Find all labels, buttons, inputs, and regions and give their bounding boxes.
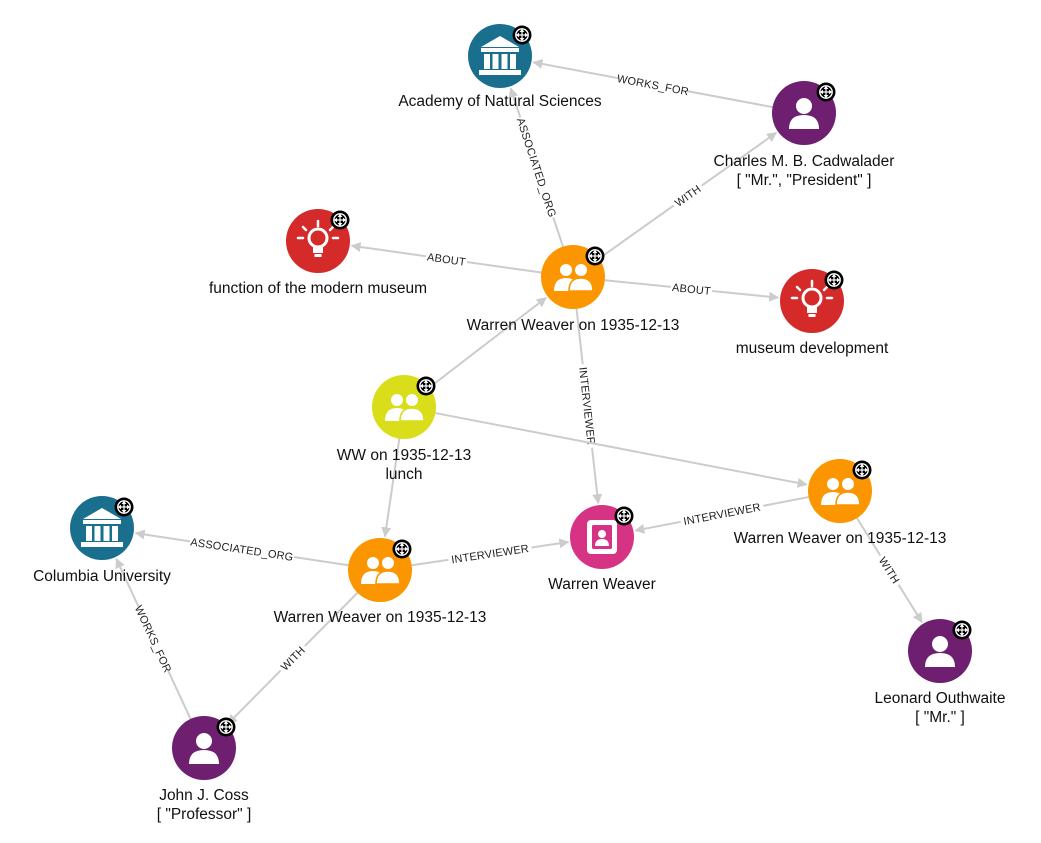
node-label: Warren Weaver on 1935-12-13 [734,530,947,547]
edge-label: INTERVIEWER [679,498,765,529]
edge-label: INTERVIEWER [447,540,533,567]
node-ww-meeting-left[interactable]: Warren Weaver on 1935-12-13 [274,538,487,626]
node-label: [ "Mr." ] [915,709,965,726]
edge-label: WITH [669,179,706,212]
edge-label: ASSOCIATED_ORG [188,534,296,564]
edge-line[interactable] [381,438,401,538]
node-warren-weaver[interactable]: Warren Weaver [548,505,656,593]
node-academy[interactable]: Academy of Natural Sciences [398,24,602,110]
group-icon [385,394,425,422]
node-outhwaite[interactable]: Leonard Outhwaite [ "Mr." ] [875,619,1006,726]
edge-about[interactable]: ABOUT [604,279,780,302]
node-columbia[interactable]: Columbia University [33,496,171,585]
move-handle-icon[interactable] [330,210,350,230]
edge-interviewer[interactable]: INTERVIEWER [634,496,809,534]
node-label: museum development [736,340,889,357]
move-handle-icon[interactable] [852,460,872,480]
edge-label: ABOUT [424,249,469,269]
edges-layer: WORKS_FOR ASSOCIATED_ORG WITH ABOUT ABOUT INT… [115,59,923,725]
edge-label: WORKS_FOR [616,71,690,98]
move-handle-icon[interactable] [824,270,844,290]
edge-label-text: ASSOCIATED_ORG [514,116,558,219]
edge-link[interactable] [435,412,808,488]
edge-label: INTERVIEWER [575,363,600,449]
edge-label: ABOUT [670,279,713,298]
contact-card-icon [587,520,617,554]
edge-line[interactable] [428,296,547,389]
move-handle-icon[interactable] [512,25,532,45]
node-label: Warren Weaver [548,576,656,593]
edge-label-text: INTERVIEWER [683,501,762,528]
node-label: WW on 1935-12-13 [337,447,471,464]
move-handle-icon[interactable] [614,506,634,526]
node-label: Leonard Outhwaite [875,690,1006,707]
node-ww-lunch[interactable]: WW on 1935-12-13 lunch [337,375,471,483]
node-label: [ "Professor" ] [157,806,252,823]
node-cadwalader[interactable]: Charles M. B. Cadwalader [ "Mr.", "Presid… [714,81,895,189]
move-handle-icon[interactable] [816,82,836,102]
group-icon [821,478,861,506]
edge-label: WITH [874,551,905,589]
node-label: Academy of Natural Sciences [398,93,602,110]
node-ww-meeting-top[interactable]: Warren Weaver on 1935-12-13 [467,245,680,334]
person-icon [789,98,819,129]
edge-interviewer[interactable]: INTERVIEWER [411,538,570,567]
edge-label-text: INTERVIEWER [450,543,529,566]
edge-label: ASSOCIATED_ORG [513,115,560,220]
edge-label-text: ABOUT [671,282,711,298]
edge-label-text: ABOUT [426,251,466,268]
move-handle-icon[interactable] [216,717,236,737]
node-label: lunch [385,466,422,483]
edge-line[interactable] [435,412,808,488]
edge-interviewer[interactable]: INTERVIEWER [575,308,603,505]
person-icon [925,636,955,667]
node-label: Columbia University [33,568,171,585]
group-icon [554,264,594,292]
lightbulb-icon [296,219,340,257]
node-label: Warren Weaver on 1935-12-13 [274,609,487,626]
edge-associated-org[interactable]: ASSOCIATED_ORG [508,87,564,247]
edge-link[interactable] [381,438,401,538]
institution-icon [81,508,123,547]
edge-associated-org[interactable]: ASSOCIATED_ORG [134,529,349,567]
node-label: Warren Weaver on 1935-12-13 [467,317,680,334]
node-label: Charles M. B. Cadwalader [714,153,895,170]
node-label: [ "Mr.", "President" ] [737,172,872,189]
node-ww-meeting-right[interactable]: Warren Weaver on 1935-12-13 [734,459,947,547]
group-icon [361,557,401,585]
move-handle-icon[interactable] [585,246,605,266]
edge-label-text: ASSOCIATED_ORG [189,536,294,563]
institution-icon [479,36,521,75]
node-function-museum[interactable]: function of the modern museum [209,209,427,297]
node-label: function of the modern museum [209,280,427,297]
node-label: John J. Coss [159,787,249,804]
edge-link[interactable] [428,296,547,389]
node-coss[interactable]: John J. Coss [ "Professor" ] [157,716,252,823]
node-museum-dev[interactable]: museum development [736,269,889,357]
edge-label: WITH [275,641,310,676]
lightbulb-icon [790,279,834,317]
move-handle-icon[interactable] [114,497,134,517]
edge-label: WORKS_FOR [132,604,175,675]
edge-about[interactable]: ABOUT [350,242,542,274]
move-handle-icon[interactable] [392,539,412,559]
person-icon [189,733,219,764]
move-handle-icon[interactable] [416,376,436,396]
edge-with[interactable]: WITH [598,131,778,260]
edge-label-text: WORKS_FOR [132,604,173,675]
move-handle-icon[interactable] [952,620,972,640]
edge-label-text: WORKS_FOR [616,73,690,98]
